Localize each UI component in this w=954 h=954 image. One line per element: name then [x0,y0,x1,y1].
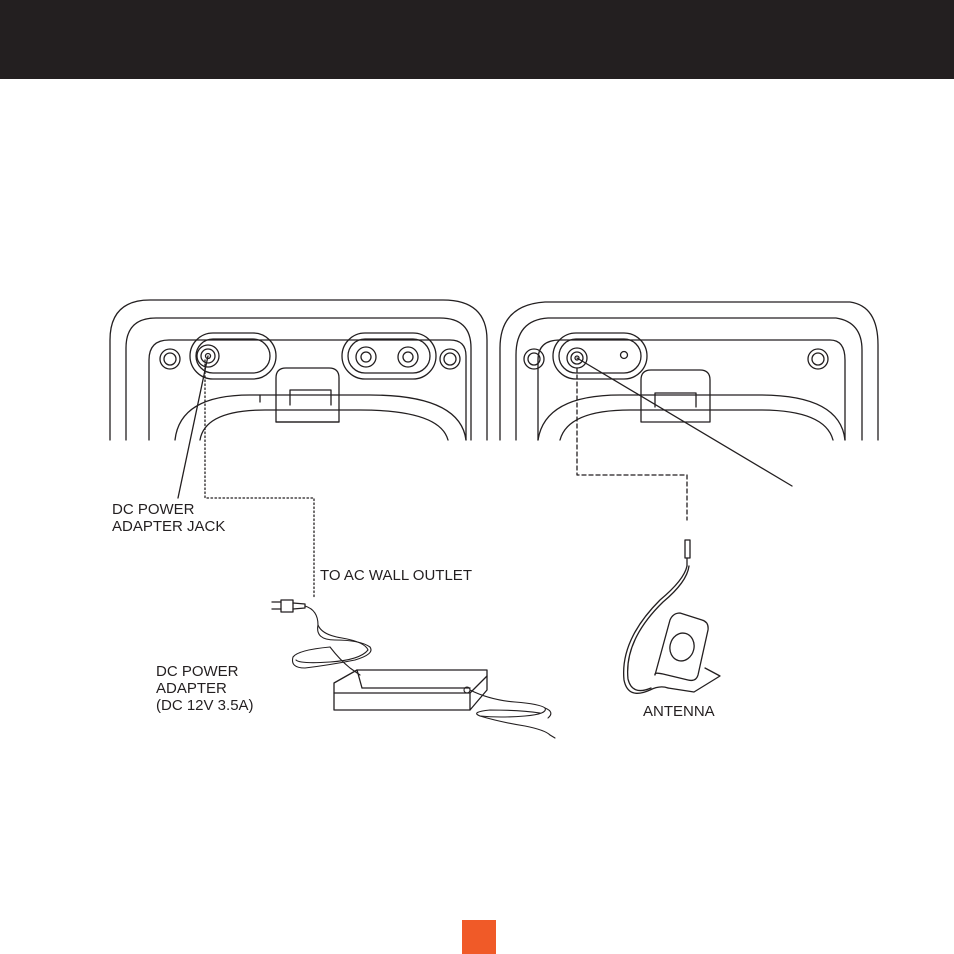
dc-jack-label-line1: DC POWER [112,501,225,518]
page-marker [462,920,496,954]
dc-power-adapter-jack-label: DC POWER ADAPTER JACK [112,501,225,535]
left-screw-right [440,349,460,369]
adapter-output-cord [464,687,555,738]
page-marker-square [462,920,496,954]
dc-jack-label-line2: ADAPTER JACK [112,518,225,535]
dc-power-adapter-label: DC POWER ADAPTER (DC 12V 3.5A) [156,663,254,714]
antenna-label: ANTENNA [643,703,715,720]
left-screw-left [160,349,180,369]
right-screw-right [808,349,828,369]
adapter-label-line2: ADAPTER [156,680,254,697]
right-handle-clip [641,370,710,422]
adapter-label-line1: DC POWER [156,663,254,680]
antenna-jack-leader [577,358,792,486]
antenna-device [624,540,720,693]
antenna-jack [567,348,628,368]
adapter-label-line3: (DC 12V 3.5A) [156,697,254,714]
dc-jack-leader [178,356,208,498]
right-screw-left [524,349,544,369]
right-unit-rear-panel [500,302,878,440]
wall-outlet-label: TO AC WALL OUTLET [320,567,472,584]
plug-cord [293,606,372,675]
ac-plug [272,600,305,612]
